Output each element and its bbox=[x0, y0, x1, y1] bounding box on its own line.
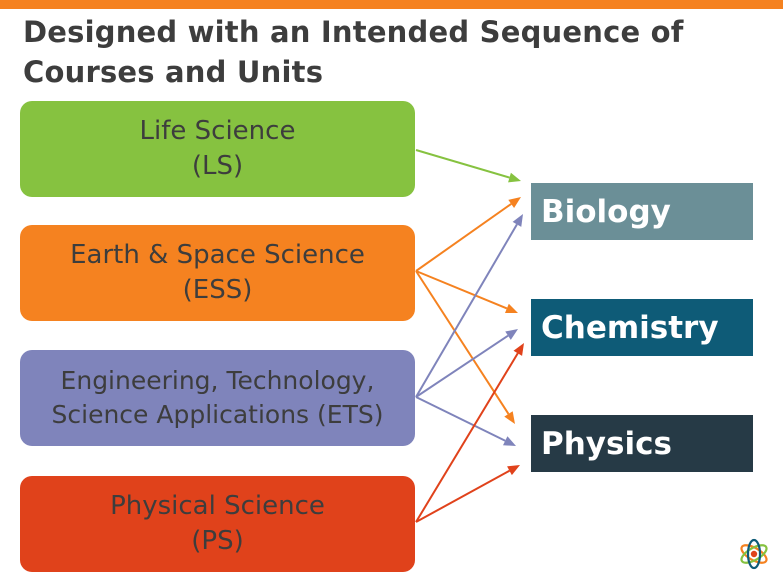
top-accent-bar bbox=[0, 0, 783, 9]
arrow-ets-to-chem bbox=[415, 334, 509, 398]
arrow-ets-to-phys bbox=[415, 396, 506, 442]
arrowhead-ess-to-phys bbox=[504, 411, 515, 424]
atom-logo-icon bbox=[740, 538, 768, 570]
arrowhead-ets-to-phys bbox=[503, 436, 516, 446]
arrow-ess-to-chem bbox=[415, 270, 508, 310]
arrowhead-ess-to-bio bbox=[508, 197, 521, 208]
source-label-line-1: Life Science bbox=[139, 116, 296, 146]
source-box-engineering-technology: Engineering, Technology, Science Applica… bbox=[20, 350, 415, 446]
target-label: Physics bbox=[541, 425, 672, 462]
arrowhead-ps-to-chem bbox=[513, 343, 524, 356]
source-label-line-2: Science Applications (ETS) bbox=[51, 400, 384, 429]
arrow-ets-to-bio bbox=[415, 223, 518, 398]
source-box-physical-science: Physical Science (PS) bbox=[20, 476, 415, 572]
source-label-line-2: (ESS) bbox=[182, 275, 253, 305]
source-label-line-2: (PS) bbox=[191, 526, 244, 556]
target-box-chemistry: Chemistry bbox=[531, 299, 753, 356]
source-label-line-1: Earth & Space Science bbox=[70, 240, 365, 270]
source-label-line-1: Engineering, Technology, bbox=[60, 366, 375, 395]
target-label: Chemistry bbox=[541, 309, 719, 346]
arrowhead-ps-to-phys bbox=[507, 465, 520, 476]
source-box-life-science: Life Science (LS) bbox=[20, 101, 415, 197]
arrow-ess-to-phys bbox=[415, 270, 510, 415]
target-box-physics: Physics bbox=[531, 415, 753, 472]
source-box-earth-space-science: Earth & Space Science (ESS) bbox=[20, 225, 415, 321]
target-box-biology: Biology bbox=[531, 183, 753, 240]
source-label-line-1: Physical Science bbox=[110, 491, 325, 521]
slide-title-line-2: Courses and Units bbox=[23, 55, 324, 89]
arrow-ls-to-bio bbox=[415, 149, 510, 179]
slide-title-line-1: Designed with an Intended Sequence of bbox=[23, 15, 684, 49]
slide-title: Designed with an Intended Sequence of Co… bbox=[23, 12, 763, 92]
arrow-ess-to-bio bbox=[415, 203, 512, 272]
arrowhead-ets-to-bio bbox=[512, 214, 523, 227]
arrowhead-ets-to-chem bbox=[505, 329, 518, 340]
arrowhead-ess-to-chem bbox=[505, 303, 518, 314]
target-label: Biology bbox=[541, 193, 671, 230]
arrow-ps-to-chem bbox=[415, 352, 519, 523]
arrowhead-ls-to-bio bbox=[508, 172, 521, 183]
source-label-line-2: (LS) bbox=[191, 151, 244, 181]
arrow-ps-to-phys bbox=[415, 469, 510, 523]
